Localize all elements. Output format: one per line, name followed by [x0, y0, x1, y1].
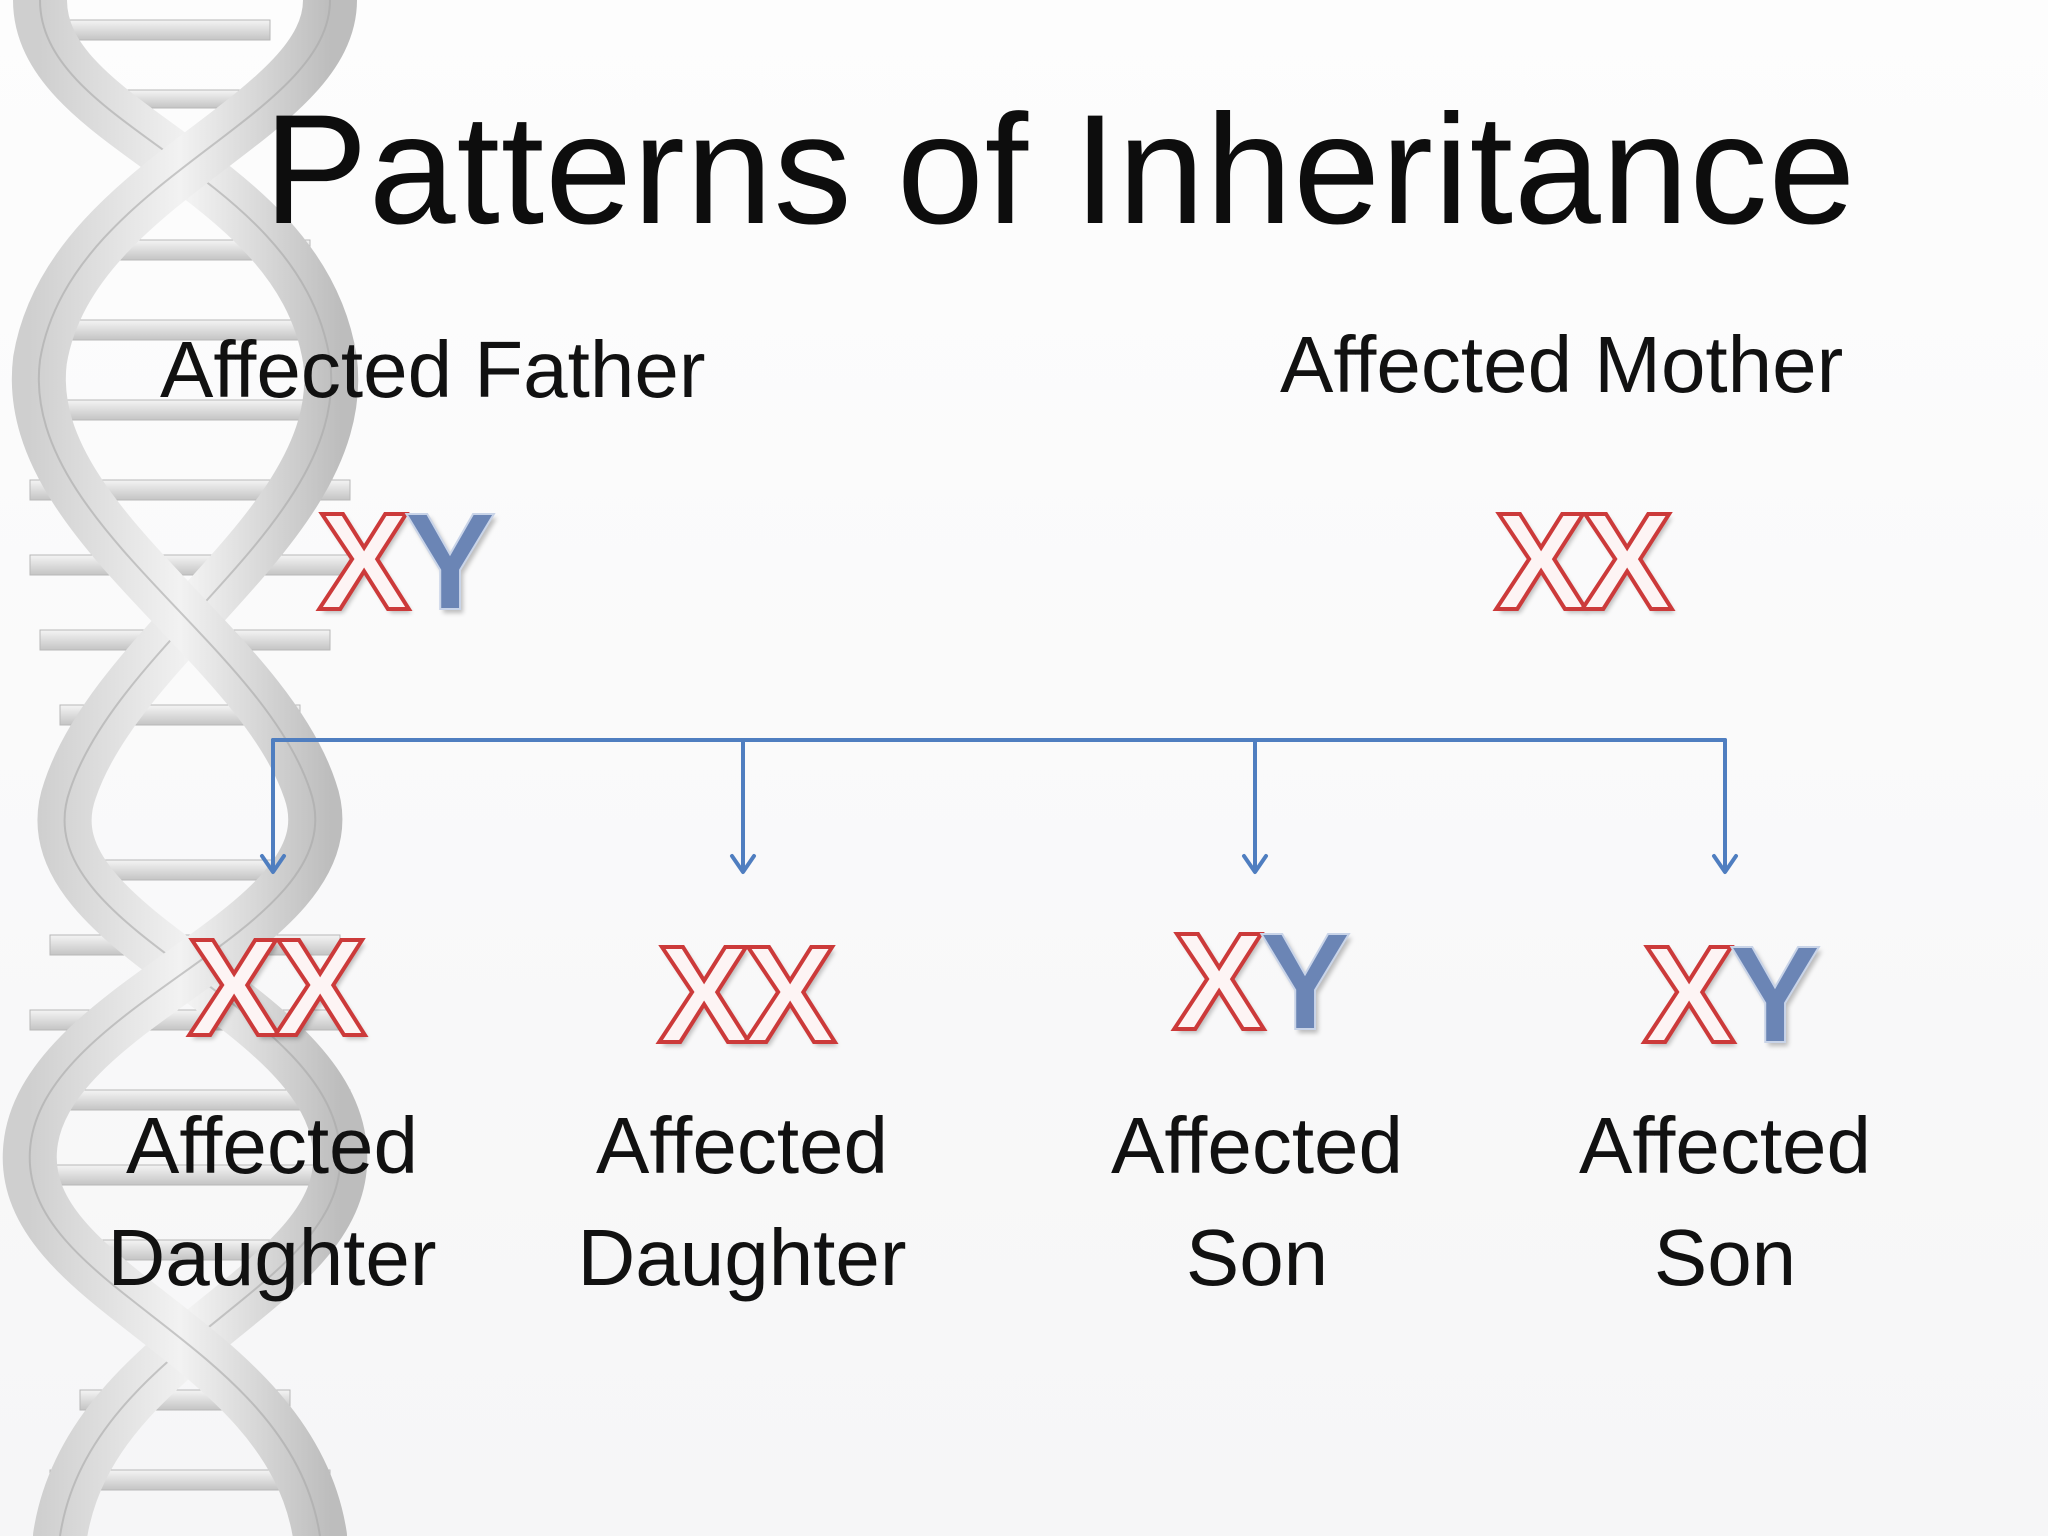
x-chromosome: X [1579, 485, 1675, 639]
arrowhead-down-icon [730, 854, 756, 874]
child-4-chromosomes: XY [1641, 923, 1822, 1067]
child-label-line1: Affected [125, 1101, 419, 1190]
child-1-chromosomes: XX [186, 916, 368, 1060]
page-title: Patterns of Inheritance [263, 83, 1857, 257]
child-label-line1: Affected [595, 1101, 889, 1190]
x-chromosome: X [1641, 918, 1737, 1072]
y-chromosome: Y [1728, 918, 1822, 1072]
child-label-line2: Daughter [107, 1213, 437, 1302]
x-chromosome: X [1171, 905, 1267, 1059]
x-chromosome: X [186, 911, 282, 1065]
child-label-line2: Daughter [577, 1213, 907, 1302]
child-3-label: Affected Son [1037, 1090, 1477, 1314]
mother-label: Affected Mother [1280, 320, 1844, 409]
child-label-line1: Affected [1578, 1101, 1872, 1190]
father-chromosomes: XY [316, 490, 497, 634]
child-1-label: Affected Daughter [52, 1090, 492, 1314]
father-label: Affected Father [160, 325, 706, 414]
arrowhead-down-icon [1242, 854, 1268, 874]
child-3-chromosomes: XY [1171, 910, 1352, 1054]
dna-helix-icon [2, 0, 368, 1536]
x-chromosome: X [272, 911, 368, 1065]
mother-chromosomes: XX [1493, 490, 1675, 634]
child-label-line2: Son [1185, 1213, 1329, 1302]
child-2-label: Affected Daughter [522, 1090, 962, 1314]
x-chromosome: X [742, 918, 838, 1072]
child-label-line1: Affected [1110, 1101, 1404, 1190]
arrowhead-down-icon [1712, 854, 1738, 874]
y-chromosome: Y [1258, 905, 1352, 1059]
child-4-label: Affected Son [1505, 1090, 1945, 1314]
child-2-chromosomes: XX [656, 923, 838, 1067]
y-chromosome: Y [403, 485, 497, 639]
x-chromosome: X [316, 485, 412, 639]
x-chromosome: X [656, 918, 752, 1072]
child-label-line2: Son [1653, 1213, 1797, 1302]
x-chromosome: X [1493, 485, 1589, 639]
